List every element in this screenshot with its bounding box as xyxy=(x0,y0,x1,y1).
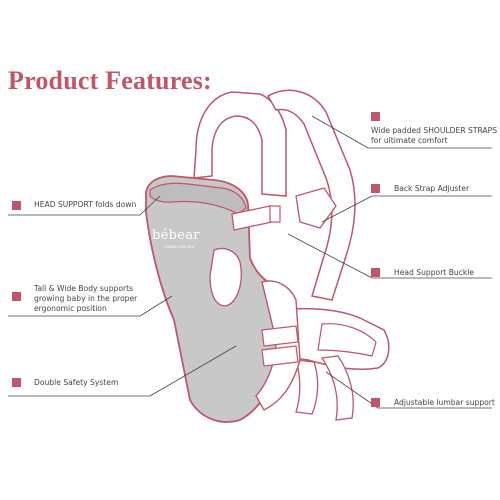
feature-marker-back-strap-adjuster xyxy=(371,184,380,193)
feature-label-double-safety: Double Safety System xyxy=(34,378,119,387)
page-title: Product Features: xyxy=(8,66,212,95)
feature-label-back-strap-adjuster: Back Strap Adjuster xyxy=(394,184,470,193)
brand-tagline: CARING FOR YOU xyxy=(164,245,195,249)
feature-marker-head-support-buckle xyxy=(371,268,380,277)
back-strap-adjuster-shape xyxy=(295,187,337,229)
leg-opening xyxy=(209,247,242,307)
feature-marker-tall-wide-body xyxy=(12,292,21,301)
feature-marker-double-safety xyxy=(12,378,21,387)
feature-label-head-support: HEAD SUPPORT folds down xyxy=(34,200,137,209)
side-panel xyxy=(255,280,301,411)
feature-marker-head-support xyxy=(12,201,21,210)
right-shoulder-strap xyxy=(266,89,356,301)
feature-marker-shoulder-straps xyxy=(371,112,380,121)
feature-label-tall-wide-body: Tall & Wide Body supports growing baby i… xyxy=(34,284,138,313)
waist-strap xyxy=(295,359,319,415)
feature-label-head-support-buckle: Head Support Buckle xyxy=(394,268,475,277)
feature-marker-lumbar-support xyxy=(371,398,380,407)
feature-label-lumbar-support: Adjustable lumbar support xyxy=(394,398,495,407)
feature-label-shoulder-straps: Wide padded SHOULDER STRAPS for ultimate… xyxy=(371,126,498,145)
brand-logo: bébear xyxy=(152,228,200,243)
left-shoulder-strap xyxy=(193,91,287,197)
